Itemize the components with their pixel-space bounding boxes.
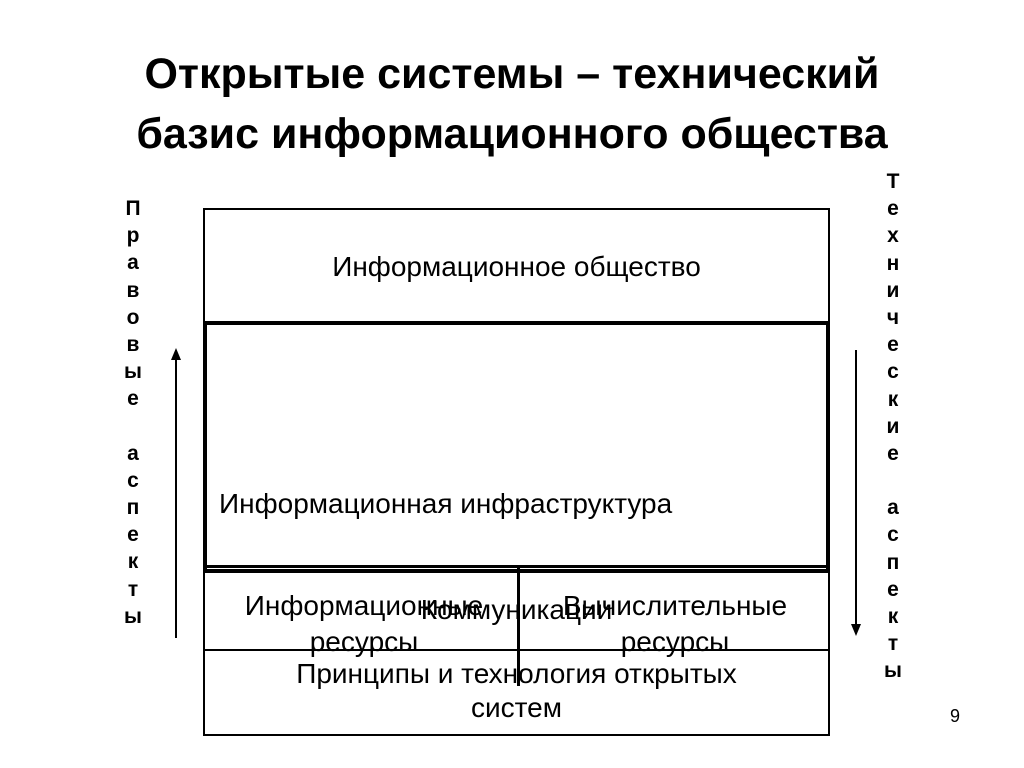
legal-letter: к xyxy=(127,550,139,574)
legal-letter: е xyxy=(127,523,139,547)
compute-resources-line-1: Вычислительные xyxy=(562,590,788,621)
technical-aspects-label: Т е х н и ч е с к и е а с п е к т ы xyxy=(873,168,913,685)
technical-letter: х xyxy=(887,224,899,248)
legal-letter: П xyxy=(125,197,141,220)
down-arrow-icon xyxy=(851,350,861,636)
layer-computing-resources: Вычислительные ресурсы xyxy=(520,568,830,686)
technical-letter: и xyxy=(886,278,900,302)
compute-resources-line-2: ресурсы xyxy=(620,626,730,657)
technical-letter: ч xyxy=(886,305,900,329)
word-gap xyxy=(113,413,153,440)
technical-letter: т xyxy=(887,632,899,656)
legal-letter: а xyxy=(127,251,139,275)
layer-stack: Информационное общество Информационная и… xyxy=(203,208,830,736)
technical-letter: ы xyxy=(884,659,902,683)
legal-letter: р xyxy=(126,224,140,248)
technical-letter: Т xyxy=(886,170,900,193)
title-line-1: Открытые системы – технический xyxy=(144,50,880,98)
layer-communications: Коммуникации xyxy=(203,569,830,651)
technical-letter: н xyxy=(886,251,900,275)
legal-letter: п xyxy=(126,496,140,520)
legal-letter: а xyxy=(127,441,139,465)
legal-aspects-label: П р а в о в ы е а с п е к т ы xyxy=(113,195,153,630)
slide-title: Открытые системы – технический базис инф… xyxy=(0,44,1024,164)
technical-letter: е xyxy=(887,441,899,465)
technical-letter: к xyxy=(887,605,899,628)
legal-letter: в xyxy=(126,332,140,356)
principles-line-1: Принципы и технология открытых xyxy=(296,658,737,689)
layer-information-resources: Информационные ресурсы xyxy=(211,568,520,686)
title-line-2: базис информационного общества xyxy=(136,110,888,158)
technical-letter: к xyxy=(887,387,899,411)
technical-letter: и xyxy=(886,414,900,438)
technical-letter: с xyxy=(887,360,899,384)
legal-letter: т xyxy=(127,577,139,601)
technical-letter: а xyxy=(887,496,899,520)
layer-information-society: Информационное общество xyxy=(203,208,830,325)
legal-letter: ы xyxy=(124,360,142,384)
infrastructure-frame: Информационная инфраструктура Информацио… xyxy=(203,321,830,686)
info-resources-line-1: Информационные xyxy=(244,590,484,621)
up-arrow-icon xyxy=(171,348,181,638)
technical-letter: е xyxy=(887,333,899,357)
legal-letter: с xyxy=(127,468,139,492)
legal-letter: ы xyxy=(124,604,142,628)
technical-letter: е xyxy=(887,577,899,601)
legal-letter: е xyxy=(127,387,139,411)
technical-letter: е xyxy=(887,197,899,221)
technical-letter: п xyxy=(886,550,900,574)
word-gap xyxy=(873,467,913,494)
layer-information-infrastructure: Информационная инфраструктура xyxy=(207,442,830,568)
layer-open-systems-principles: Принципы и технология открытых систем xyxy=(203,649,830,736)
legal-letter: в xyxy=(126,278,140,302)
technical-letter: с xyxy=(887,523,899,547)
info-resources-line-2: ресурсы xyxy=(309,626,419,657)
principles-line-2: систем xyxy=(471,692,562,723)
page-number: 9 xyxy=(950,706,961,726)
legal-letter: о xyxy=(126,305,140,329)
